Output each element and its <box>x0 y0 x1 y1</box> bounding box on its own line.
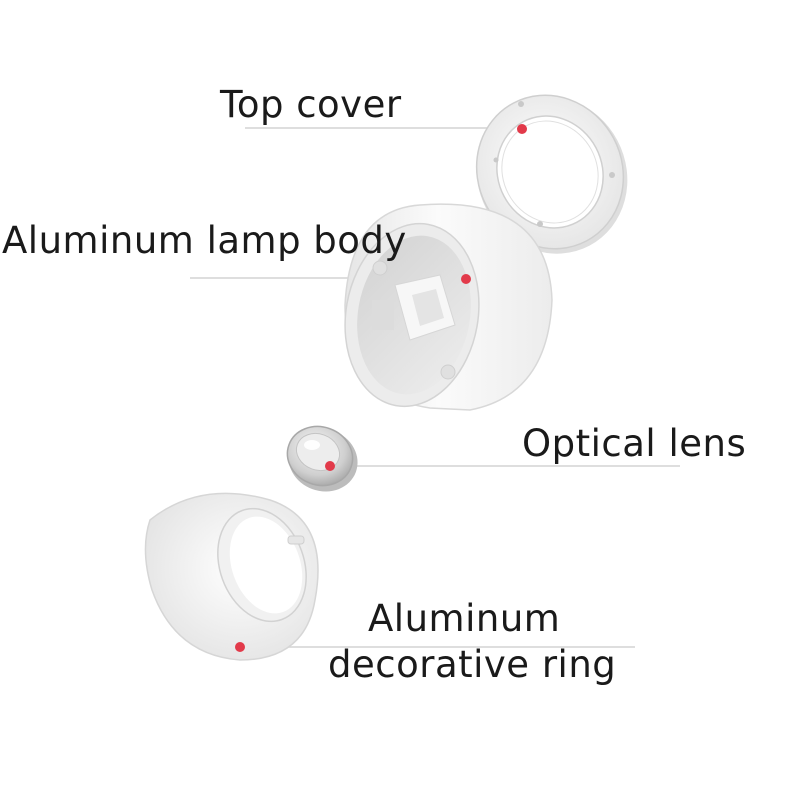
label-deco-ring-line2: decorative ring <box>328 643 617 686</box>
label-deco-ring-line1: Aluminum <box>368 597 561 640</box>
label-optical-lens: Optical lens <box>522 422 747 465</box>
optical-lens-part <box>286 425 358 492</box>
label-aluminum-lamp-body: Aluminum lamp body <box>2 219 407 262</box>
marker-optical-lens <box>325 461 335 471</box>
marker-deco-ring <box>235 642 245 652</box>
label-aluminum-decorative-ring: Aluminum decorative ring <box>328 596 617 688</box>
decorative-ring-part <box>144 492 319 661</box>
marker-top-cover <box>517 124 527 134</box>
top-cover-part <box>475 94 628 254</box>
marker-lamp-body <box>461 274 471 284</box>
lamp-body-part <box>344 203 553 411</box>
label-top-cover: Top cover <box>220 83 402 126</box>
